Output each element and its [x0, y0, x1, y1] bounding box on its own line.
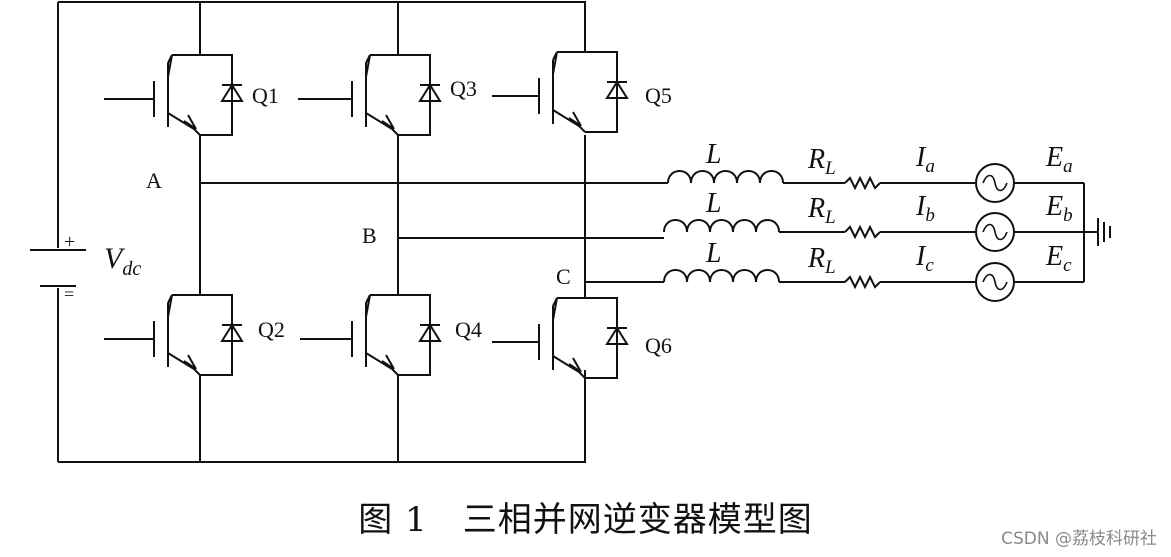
- sine-icon: [982, 174, 1008, 192]
- diode-branch: [585, 297, 618, 379]
- current-label: Ia: [915, 142, 935, 177]
- diode-icon: [418, 83, 442, 102]
- emitter-arrow: [381, 354, 395, 370]
- collector: [167, 294, 200, 304]
- diode-icon: [220, 323, 244, 342]
- emf-label: Ea: [1045, 142, 1073, 177]
- node-c-label: C: [556, 264, 571, 289]
- collector-link: [167, 294, 173, 318]
- igbt-q6: Q6: [492, 297, 672, 379]
- resistor-icon: [844, 274, 881, 290]
- inductor-icon: [663, 219, 780, 233]
- source-plus: +: [64, 231, 75, 253]
- emitter-arrow: [568, 111, 582, 127]
- collector: [365, 294, 398, 304]
- diode-icon: [605, 326, 629, 345]
- igbt-q5: Q5: [492, 51, 672, 133]
- phase-b-branch: L RL Ib Eb: [663, 188, 1084, 252]
- switch-label: Q4: [455, 317, 482, 342]
- dc-bus-top: [58, 1, 586, 52]
- ground-icon: [1097, 218, 1111, 246]
- emitter: [167, 352, 201, 376]
- emitter: [365, 352, 399, 376]
- switch-label: Q5: [645, 83, 672, 108]
- emitter: [552, 355, 586, 379]
- current-label: Ib: [915, 191, 935, 226]
- node-b-label: B: [362, 223, 377, 248]
- collector: [552, 51, 585, 61]
- current-label: Ic: [915, 241, 934, 276]
- node-a-label: A: [146, 168, 162, 193]
- inductor-label: L: [705, 139, 722, 170]
- source-minus: =: [64, 284, 74, 304]
- collector-link: [552, 51, 558, 75]
- switch-label: Q3: [450, 76, 477, 101]
- resistor-label: RL: [807, 243, 836, 278]
- resistor-label: RL: [807, 193, 836, 228]
- phase-c-branch: L RL Ic Ec: [663, 238, 1084, 302]
- source-label: Vdc: [104, 242, 141, 280]
- dc-source: + = Vdc: [30, 231, 141, 304]
- emitter-arrow: [183, 114, 197, 130]
- switch-label: Q1: [252, 83, 279, 108]
- collector: [552, 297, 585, 307]
- igbt-q2: Q2: [104, 294, 285, 376]
- switch-label: Q2: [258, 317, 285, 342]
- figure-caption: 图 1 三相并网逆变器模型图: [358, 500, 813, 540]
- phase-a-branch: L RL Ia Ea: [667, 139, 1084, 203]
- switch-label: Q6: [645, 333, 672, 358]
- watermark: CSDN @荔枝科研社: [1001, 529, 1157, 549]
- diode-branch: [398, 54, 431, 136]
- resistor-label: RL: [807, 144, 836, 179]
- sine-icon: [982, 273, 1008, 291]
- diode-icon: [418, 323, 442, 342]
- collector-link: [167, 54, 173, 78]
- emitter: [365, 112, 399, 136]
- igbt-q1: Q1: [104, 54, 279, 136]
- resistor-icon: [844, 224, 881, 240]
- emf-label: Ec: [1045, 241, 1072, 276]
- diode-branch: [585, 51, 618, 133]
- emitter: [552, 109, 586, 133]
- emitter-arrow: [381, 114, 395, 130]
- emitter: [167, 112, 201, 136]
- emitter-arrow: [568, 357, 582, 373]
- diode-branch: [200, 294, 233, 376]
- inductor-label: L: [705, 188, 722, 219]
- diode-icon: [605, 80, 629, 99]
- diode-icon: [220, 83, 244, 102]
- inductor-label: L: [705, 238, 722, 269]
- collector-link: [552, 297, 558, 321]
- collector: [167, 54, 200, 64]
- resistor-icon: [844, 175, 881, 191]
- collector-link: [365, 294, 371, 318]
- diode-branch: [200, 54, 233, 136]
- emitter-arrow: [183, 354, 197, 370]
- collector: [365, 54, 398, 64]
- diode-branch: [398, 294, 431, 376]
- igbt-q4: Q4: [300, 294, 482, 376]
- emf-label: Eb: [1045, 191, 1073, 226]
- dc-bus-bottom: [58, 370, 586, 463]
- sine-icon: [982, 223, 1008, 241]
- inductor-icon: [667, 170, 784, 184]
- igbt-q3: Q3: [298, 54, 477, 136]
- collector-link: [365, 54, 371, 78]
- inductor-icon: [663, 269, 780, 283]
